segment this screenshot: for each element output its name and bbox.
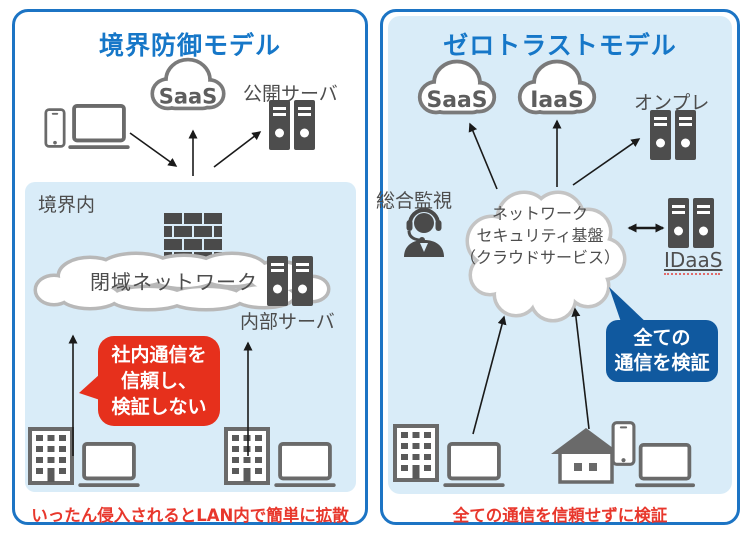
smartphone-icon — [44, 107, 66, 149]
closed-network-label: 閉域ネットワーク — [90, 270, 258, 294]
boundary-label: 境界内 — [38, 194, 96, 216]
no-verify-line-3: 検証しない — [111, 396, 207, 418]
laptop-icon — [76, 442, 142, 488]
idaas-server-icon — [668, 197, 714, 249]
no-verify-callout: 社内通信を 信頼し、 検証しない — [98, 336, 220, 426]
no-verify-line-1: 社内通信を — [111, 344, 207, 366]
security-platform-line-2: セキュリティ基盤 — [476, 226, 604, 245]
monitoring-label: 総合監視 — [376, 190, 453, 212]
right-panel-title: ゼロトラストモデル — [443, 31, 677, 60]
left-panel-title: 境界防御モデル — [98, 31, 281, 60]
office-building-icon — [393, 424, 439, 482]
left-caption: いったん侵入されるとLAN内で簡単に拡散 — [31, 506, 349, 525]
office-building-icon — [224, 427, 270, 485]
iaas-cloud-icon: IaaS — [513, 55, 601, 119]
smartphone-icon — [611, 420, 636, 467]
no-verify-line-2: 信頼し、 — [120, 370, 197, 392]
laptop-icon — [66, 104, 132, 150]
saas-cloud-label: SaaS — [426, 88, 487, 113]
laptop-icon — [272, 442, 338, 488]
verify-all-line-1: 全ての — [633, 327, 691, 349]
internal-server-icon — [267, 256, 313, 306]
saas-cloud-icon: SaaS — [411, 55, 503, 119]
office-building-icon — [28, 427, 74, 485]
iaas-cloud-label: IaaS — [530, 88, 583, 113]
idaas-label: IDaaS — [664, 248, 723, 275]
laptop-icon — [633, 443, 697, 488]
onprem-server-icon — [650, 110, 696, 160]
saas-cloud-icon: SaaS — [146, 52, 230, 116]
right-caption: 全ての通信を信頼せずに検証 — [452, 506, 668, 525]
security-platform-line-1: ネットワーク — [491, 204, 588, 223]
security-platform-line-3: （クラウドサービス） — [459, 248, 620, 267]
internal-server-label: 内部サーバ — [240, 311, 335, 333]
onprem-label: オンプレ — [634, 92, 710, 114]
saas-cloud-label: SaaS — [159, 84, 218, 108]
laptop-icon — [441, 442, 507, 488]
public-server-label: 公開サーバ — [243, 83, 338, 105]
security-platform-text: ネットワーク セキュリティ基盤 （クラウドサービス） — [456, 203, 624, 269]
verify-all-line-2: 通信を検証 — [614, 352, 710, 374]
verify-all-callout: 全ての 通信を検証 — [606, 320, 718, 382]
public-server-icon — [269, 100, 315, 150]
monitoring-operator-icon — [399, 207, 449, 257]
